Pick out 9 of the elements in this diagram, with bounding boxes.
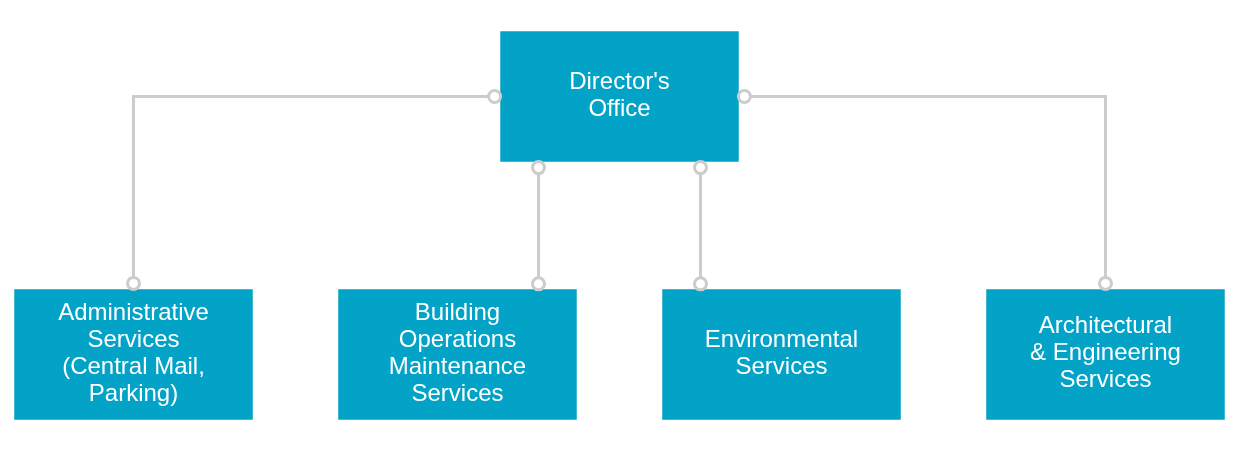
- node-box: Director's Office: [500, 30, 739, 162]
- connector: [531, 159, 546, 291]
- node-box: Architectural & Engineering Services: [986, 288, 1225, 420]
- node-box: Environmental Services: [662, 288, 901, 420]
- connector: [693, 159, 708, 291]
- connector: [126, 88, 503, 291]
- connector: [736, 88, 1113, 291]
- node-box: Building Operations Maintenance Services: [338, 288, 577, 420]
- node-box: Administrative Services (Central Mail, Parking): [14, 288, 253, 420]
